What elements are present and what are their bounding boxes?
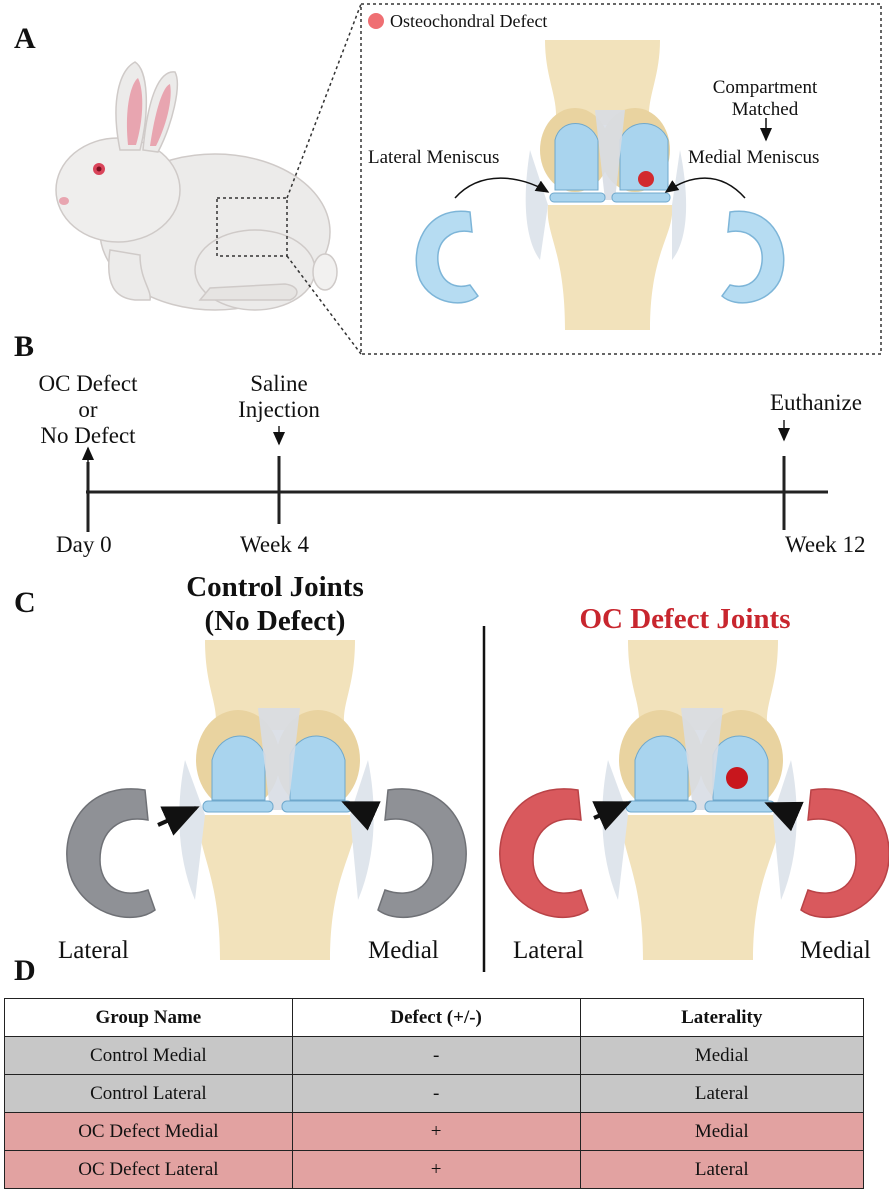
compartment-line-1: Compartment [712,77,818,98]
group-table: Group Name Defect (+/-) Laterality Contr… [4,998,864,1189]
oc-defect-joints-title: OC Defect Joints [579,603,791,635]
compartment-line-2: Matched [731,99,799,120]
control-medial-label: Medial [368,937,439,964]
medial-meniscus-shape [721,210,785,304]
oc-lateral-arrow [592,801,632,831]
day0-event-line-2: or [78,397,98,422]
table-cell: Medial [579,1112,864,1151]
control-title-line-1: Control Joints [186,571,364,603]
table-cell: + [291,1150,581,1189]
week4-event-line-1: Saline [250,371,308,396]
table-row: OC Defect Medial + Medial [4,1112,864,1151]
table-cell: Lateral [579,1074,864,1113]
control-lateral-label: Lateral [58,937,129,964]
day0-tick-label: Day 0 [56,532,112,557]
knee-joint-illustration-oc [602,640,797,960]
panel-label-a: A [14,22,36,55]
control-title-line-2: (No Defect) [204,605,346,637]
lateral-meniscus-label: Lateral Meniscus [368,147,500,168]
table-cell: + [291,1112,581,1151]
knee-joint-illustration-a [525,40,687,330]
control-medial-meniscus [377,788,467,918]
oc-medial-arrow [764,801,804,832]
oc-lateral-meniscus [499,788,589,918]
panel-label-b: B [14,330,35,363]
week12-event-label: Euthanize [770,390,862,415]
table-cell: Medial [579,1036,864,1075]
zoom-callout [216,3,882,355]
control-joints-title: Control Joints (No Defect) [110,570,440,638]
table-row: Control Medial - Medial [4,1036,864,1075]
table-row: OC Defect Lateral + Lateral [4,1150,864,1189]
panel-label-d: D [14,954,36,987]
control-lateral-arrow [157,806,200,836]
knee-joint-illustration-control [179,640,374,960]
panel-label-c: C [14,586,36,619]
table-cell: - [291,1074,581,1113]
header-laterality: Laterality [579,998,864,1037]
control-medial-arrow [341,801,381,831]
lateral-meniscus-arrow [454,177,550,199]
week4-tick-label: Week 4 [240,532,310,557]
week4-event-label: Saline Injection [229,371,329,423]
table-cell: - [291,1036,581,1075]
table-cell: Control Lateral [4,1074,293,1113]
lateral-meniscus-shape [415,210,479,304]
day0-event-line-1: OC Defect [38,371,138,396]
table-cell: Lateral [579,1150,864,1189]
rabbit-illustration [55,61,338,311]
timeline-axis [82,420,828,532]
oc-medial-meniscus [800,788,889,918]
oc-medial-label: Medial [800,937,871,964]
medial-meniscus-label: Medial Meniscus [688,147,820,168]
header-defect: Defect (+/-) [291,998,581,1037]
table-row: Control Lateral - Lateral [4,1074,864,1113]
osteochondral-defect-legend-dot [368,13,384,29]
week12-tick-label: Week 12 [785,532,866,557]
defect-legend-label: Osteochondral Defect [390,11,548,31]
control-lateral-meniscus [66,788,156,918]
header-group-name: Group Name [4,998,293,1037]
oc-lateral-label: Lateral [513,937,584,964]
day0-event-label: OC Defect or No Defect [28,371,148,449]
medial-meniscus-arrow [664,177,746,199]
day0-event-line-3: No Defect [40,423,136,448]
table-cell: OC Defect Medial [4,1112,293,1151]
table-cell: OC Defect Lateral [4,1150,293,1189]
table-header-row: Group Name Defect (+/-) Laterality [4,998,864,1037]
week4-event-line-2: Injection [238,397,320,422]
table-cell: Control Medial [4,1036,293,1075]
compartment-matched-label: Compartment Matched [700,77,830,121]
